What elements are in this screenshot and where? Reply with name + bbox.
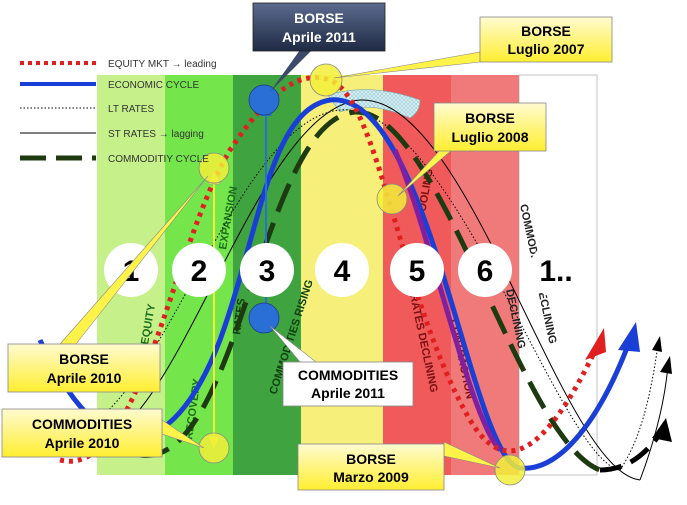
callout-line-2: Luglio 2008 bbox=[451, 129, 528, 145]
callout-borse-lug-2008: BORSE Luglio 2008 bbox=[433, 102, 547, 152]
callout-line-2: Luglio 2007 bbox=[507, 41, 584, 57]
callout-borse-apr-2010: BORSE Aprile 2010 bbox=[7, 343, 161, 393]
callout-box bbox=[1, 408, 163, 458]
callout-box bbox=[297, 443, 445, 491]
phase-num-3: 3 bbox=[259, 255, 276, 288]
phase-circles: 1 2 3 4 5 6 1.. bbox=[104, 243, 583, 297]
pointer-borse-lug-2007 bbox=[333, 51, 481, 79]
phase-circle-3 bbox=[240, 243, 294, 297]
legend-label-equity: EQUITY MKT → leading bbox=[108, 59, 217, 70]
callout-line-1: BORSE bbox=[59, 351, 109, 367]
st-tail bbox=[639, 364, 669, 481]
phase-num-2: 2 bbox=[191, 255, 208, 288]
callout-borse-apr-2011: BORSE Aprile 2011 bbox=[252, 2, 386, 52]
marker-borse-mar-2009 bbox=[494, 454, 526, 486]
phase-circle-2 bbox=[172, 243, 226, 297]
phase-circle-5 bbox=[390, 243, 444, 297]
callout-line-2: Aprile 2010 bbox=[45, 435, 120, 451]
callout-box bbox=[7, 343, 161, 393]
callout-commodities-apr-2010: COMMODITIES Aprile 2010 bbox=[1, 408, 163, 458]
legend-label-lt-rates: LT RATES bbox=[108, 104, 154, 115]
st-rates-curve bbox=[79, 99, 641, 481]
callout-box bbox=[252, 2, 386, 52]
phase-num-6: 6 bbox=[477, 255, 494, 288]
lt-arrow-icon bbox=[652, 336, 662, 352]
callout-line-1: BORSE bbox=[465, 110, 515, 126]
commodity-tail bbox=[599, 426, 667, 473]
callout-commodities-apr-2011: COMMODITIES Aprile 2011 bbox=[282, 361, 414, 407]
marker-borse-lug-2008 bbox=[376, 183, 408, 215]
marker-commodities-apr-2010 bbox=[198, 432, 230, 464]
callout-line-1: COMMODITIES bbox=[32, 416, 132, 432]
callout-line-1: BORSE bbox=[521, 23, 571, 39]
callout-borse-lug-2007: BORSE Luglio 2007 bbox=[479, 16, 613, 63]
callout-line-2: Marzo 2009 bbox=[333, 469, 409, 485]
legend-label-st-rates: ST RATES → lagging bbox=[108, 129, 204, 140]
lt-rates-curve bbox=[59, 109, 621, 471]
phase-circle-7 bbox=[529, 243, 583, 297]
economic-arrow-icon bbox=[618, 322, 640, 352]
phase-circle-4 bbox=[315, 243, 369, 297]
marker-borse-apr-2011 bbox=[248, 84, 280, 116]
callout-line-2: Aprile 2010 bbox=[47, 370, 122, 386]
callout-line-2: Aprile 2011 bbox=[282, 29, 356, 45]
callout-line-2: Aprile 2011 bbox=[311, 385, 385, 401]
marker-borse-apr-2010 bbox=[198, 152, 230, 184]
legend: EQUITY MKT → leading ECONOMIC CYCLE LT R… bbox=[20, 59, 217, 165]
equity-arrow-icon bbox=[585, 328, 606, 360]
callout-box bbox=[433, 102, 547, 152]
lt-tail bbox=[619, 344, 659, 471]
callout-borse-mar-2009: BORSE Marzo 2009 bbox=[297, 443, 445, 491]
phase-circle-6 bbox=[458, 243, 512, 297]
legend-label-commodity: COMMODITIY CYCLE bbox=[108, 154, 209, 165]
peak-hatch bbox=[327, 89, 421, 119]
pointer-borse-apr-2011 bbox=[270, 50, 312, 92]
legend-label-economic: ECONOMIC CYCLE bbox=[108, 80, 199, 91]
phase-num-7: 1.. bbox=[539, 255, 572, 288]
marker-commodities-apr-2011 bbox=[248, 302, 280, 334]
callout-box bbox=[479, 16, 613, 63]
st-arrow-icon bbox=[660, 356, 672, 374]
phase-num-5: 5 bbox=[409, 255, 426, 288]
marker-borse-lug-2007 bbox=[309, 63, 343, 97]
callout-line-1: BORSE bbox=[294, 10, 344, 26]
callout-box bbox=[282, 361, 414, 407]
callout-line-1: BORSE bbox=[346, 451, 396, 467]
callout-line-1: COMMODITIES bbox=[298, 367, 398, 383]
phase-num-4: 4 bbox=[334, 255, 351, 288]
